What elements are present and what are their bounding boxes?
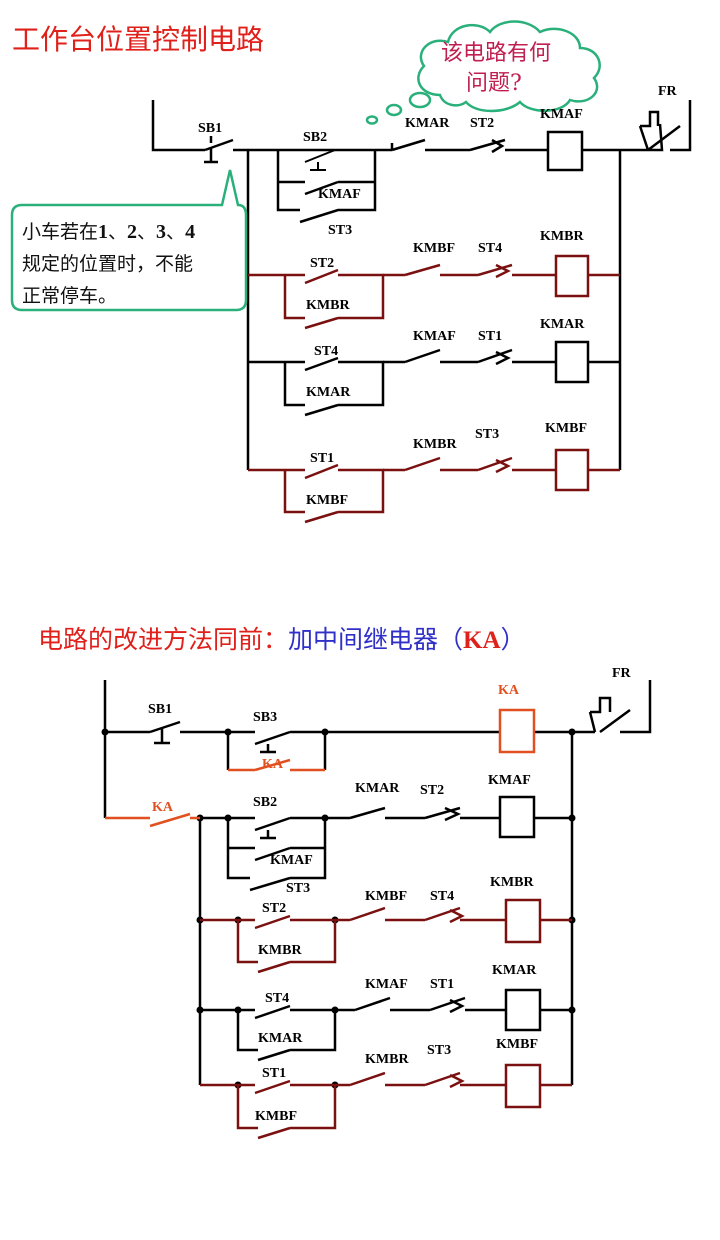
d1-label-sb2: SB2 [303,130,327,145]
d2-label-kmbf: KMBF [365,889,407,904]
d1-label-st1: ST1 [478,329,502,344]
d2-label-coil-kmar: KMAR [492,963,537,978]
d1-label-coil-kmbr: KMBR [540,229,584,244]
d2-label-ka-contact: KA [152,800,174,815]
bottom-title-ka: KA [463,627,501,654]
d1-label-st4: ST4 [478,241,502,256]
d1-label-kmbf-hold: KMBF [306,493,348,508]
d2-label-st2: ST2 [420,783,444,798]
d2-label-kmbr-hold: KMBR [258,943,302,958]
bottom-title-part1: 电路的改进方法同前： [38,625,289,654]
d1-label-kmaf-hold: KMAF [318,187,361,202]
d2-label-st1: ST1 [430,977,454,992]
d1-label-kmar: KMAR [405,116,450,131]
d1-label-coil-kmar: KMAR [540,317,585,332]
d1-label-st2-r2: ST2 [310,256,334,271]
top-title: 工作台位置控制电路 [12,23,265,56]
d2-label-kmar-hold: KMAR [258,1031,303,1046]
bottom-title: 电路的改进方法同前：加中间继电器（KA） [38,620,526,656]
d1-label-kmbr: KMBR [413,437,457,452]
diagram2-red-rungs [200,898,572,1140]
diagram2-dots [101,728,576,1089]
diagram1-red-rungs [248,254,620,330]
d2-label-fr: FR [612,666,632,681]
callout-bubble [10,169,248,312]
d2-label-coil-kmbr: KMBR [490,875,534,890]
diagram1-black-rung3 [248,340,620,417]
d1-label-coil-kmaf: KMAF [540,107,583,122]
cloud-line2: 问题? [466,71,522,96]
d2-label-coil-kmaf: KMAF [488,773,531,788]
d1-label-st3-par: ST3 [328,223,352,238]
d1-label-st1-r4: ST1 [310,451,334,466]
d1-label-sb1: SB1 [198,121,222,136]
d2-label-sb1: SB1 [148,702,172,717]
d1-label-st3: ST3 [475,427,499,442]
d2-label-coil-kmbf: KMBF [496,1037,538,1052]
callout-line3: 正常停车。 [22,285,117,307]
d2-label-st4-r3: ST4 [265,991,289,1006]
d1-label-kmar-hold: KMAR [306,385,351,400]
d2-label-st1-r4: ST1 [262,1066,286,1081]
d2-label-ka-hold: KA [262,757,284,772]
d2-label-kmar: KMAR [355,781,400,796]
d2-label-st4: ST4 [430,889,454,904]
callout-line1: 小车若在1、2、3、4 [22,221,195,243]
d1-label-fr: FR [658,84,678,99]
d2-label-kmbf-hold: KMBF [255,1109,297,1124]
d2-label-kmaf-hold: KMAF [270,853,313,868]
d1-label-kmbr-hold: KMBR [306,298,350,313]
diagram1-labels: SB1 SB2 KMAF ST3 KMAR ST2 KMAF FR ST2 KM… [198,84,678,508]
cloud-line1: 该电路有何 [441,41,551,66]
d1-label-st2: ST2 [470,116,494,131]
diagram1-red-rung4 [248,448,620,524]
d2-label-sb2: SB2 [253,795,277,810]
diagram2-labels: SB1 SB3 KA KA FR KA SB2 KMAF ST3 KMAR ST… [148,666,632,1124]
d1-label-kmaf: KMAF [413,329,456,344]
d1-label-kmbf: KMBF [413,241,455,256]
bottom-title-part4: ） [500,625,526,654]
thought-cloud [365,20,601,125]
ka-elements [105,708,536,828]
d2-label-coil-ka: KA [498,683,520,698]
d2-label-st2-r2: ST2 [262,901,286,916]
diagram2 [103,680,652,1085]
d2-label-sb3: SB3 [253,710,277,725]
d1-label-st4-r3: ST4 [314,344,338,359]
d2-label-st3-par: ST3 [286,881,310,896]
d2-label-st3: ST3 [427,1043,451,1058]
bottom-title-part2: 加中间继电器（ [288,625,464,654]
d2-label-kmaf: KMAF [365,977,408,992]
d2-label-kmbr: KMBR [365,1052,409,1067]
diagram1 [151,100,692,470]
callout-line2: 规定的位置时，不能 [22,253,193,275]
d1-label-coil-kmbf: KMBF [545,421,587,436]
